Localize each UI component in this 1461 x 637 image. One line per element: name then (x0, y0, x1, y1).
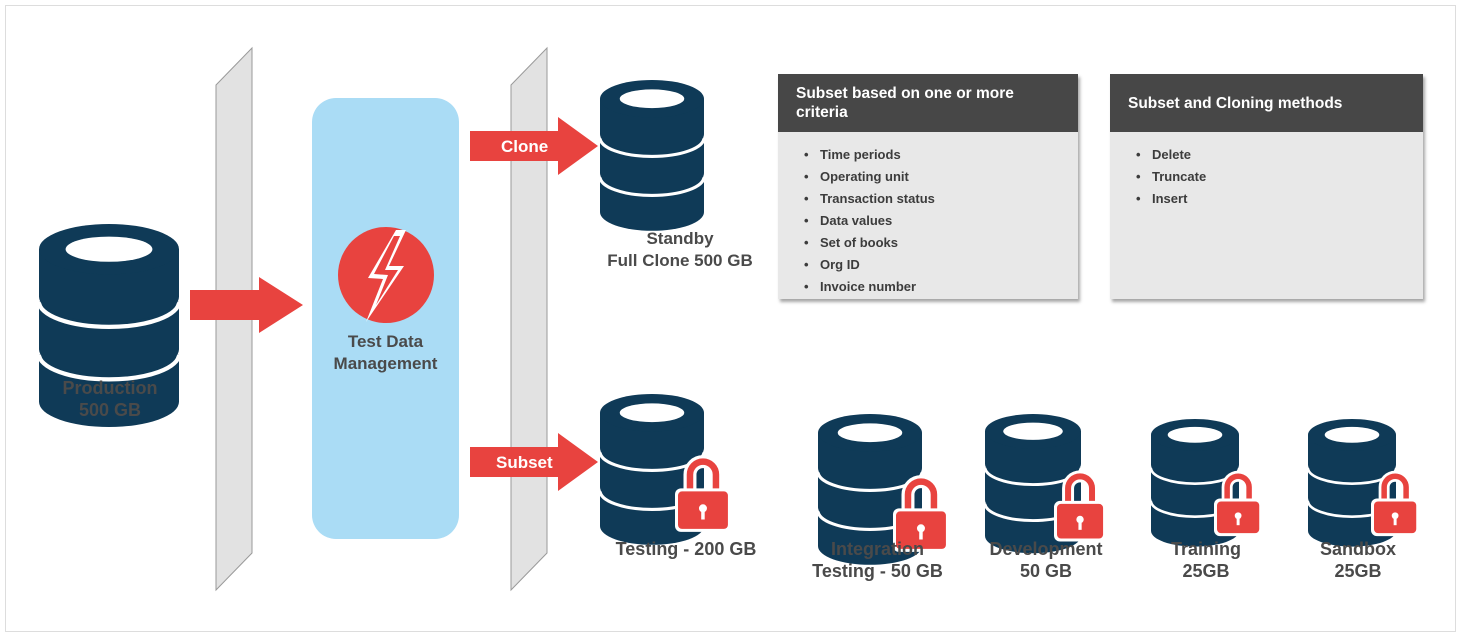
sandbox-database-icon (1306, 419, 1420, 547)
testing-database-icon (598, 394, 731, 545)
wall-right (510, 46, 548, 592)
clone-arrow-label: Clone (501, 137, 549, 156)
target-label-training: Training 25GB (1146, 538, 1266, 582)
production-label: Production 500 GB (40, 377, 180, 421)
target-size: 25GB (1182, 561, 1230, 581)
tdm-label: Test Data Management (312, 331, 459, 375)
target-size: 50 GB (1019, 561, 1073, 581)
standby-size: Full Clone 500 GB (607, 251, 753, 270)
tdm-line2: Management (333, 354, 438, 373)
production-size: 500 GB (78, 400, 142, 420)
list-item: Transaction status (804, 188, 1078, 210)
list-item: Truncate (1136, 166, 1423, 188)
criteria-panel: Subset based on one or more criteria Tim… (778, 74, 1078, 299)
production-arrow (190, 277, 303, 333)
target-size: 25GB (1334, 561, 1382, 581)
target-name: Sandbox (1319, 539, 1396, 559)
target-name: Integration (831, 539, 924, 559)
integration-database-icon (816, 414, 949, 565)
subset-arrow-label: Subset (496, 453, 553, 472)
list-item: Time periods (804, 144, 1078, 166)
subset-arrow (470, 433, 598, 491)
target-name: Training (1170, 539, 1241, 559)
lock-icon (1054, 470, 1107, 542)
lightning-bolt-icon (338, 227, 434, 323)
methods-list: Delete Truncate Insert (1110, 132, 1423, 210)
target-label-sandbox: Sandbox 25GB (1298, 538, 1418, 582)
standby-label: Standby Full Clone 500 GB (590, 228, 770, 272)
list-item: Data values (804, 210, 1078, 232)
standby-name: Standby (646, 229, 714, 248)
target-label-testing: Testing - 200 GB (596, 538, 776, 560)
tdm-line1: Test Data (347, 332, 424, 351)
list-item: Operating unit (804, 166, 1078, 188)
target-name: Testing - 200 GB (615, 539, 757, 559)
target-name: Development (989, 539, 1103, 559)
development-database-icon (983, 414, 1107, 554)
clone-arrow (470, 117, 598, 175)
lock-icon (1214, 471, 1263, 537)
production-database-icon (36, 224, 182, 427)
list-item: Delete (1136, 144, 1423, 166)
criteria-panel-title: Subset based on one or more criteria (778, 74, 1078, 132)
target-label-development: Development 50 GB (976, 538, 1116, 582)
list-item: Insert (1136, 188, 1423, 210)
production-name: Production (62, 378, 158, 398)
lock-icon (1371, 471, 1420, 537)
methods-panel-title: Subset and Cloning methods (1110, 74, 1423, 132)
list-item: Set of books (804, 232, 1078, 254)
training-database-icon (1149, 419, 1263, 547)
lock-icon (893, 475, 949, 552)
target-size: Testing - 50 GB (812, 561, 943, 581)
criteria-list: Time periods Operating unit Transaction … (778, 132, 1078, 298)
list-item: Invoice number (804, 276, 1078, 298)
methods-panel: Subset and Cloning methods Delete Trunca… (1110, 74, 1423, 299)
lock-icon (675, 455, 731, 532)
list-item: Org ID (804, 254, 1078, 276)
target-label-integration: Integration Testing - 50 GB (800, 538, 955, 582)
standby-database-icon (598, 80, 706, 231)
